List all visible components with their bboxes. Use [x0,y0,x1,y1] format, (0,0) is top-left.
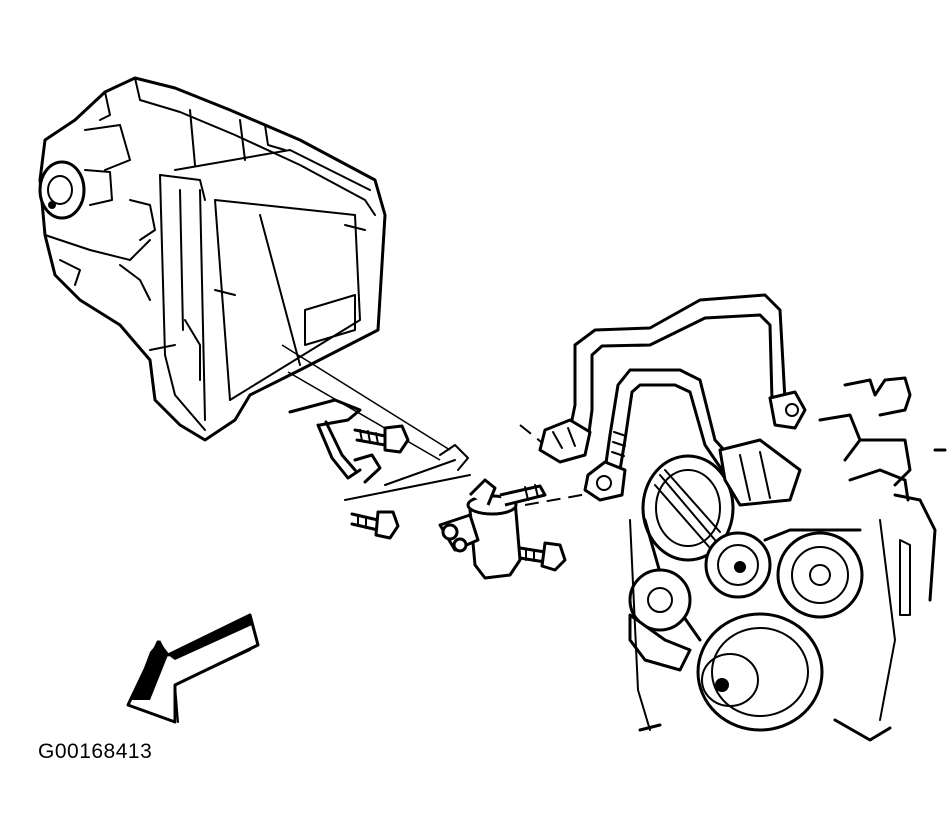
engine-front-accessory-drive [628,376,947,742]
refrigerant-line-lower [583,368,737,502]
accumulator [438,478,547,580]
accumulator-bracket [288,398,471,501]
lower-right-bolt [518,541,567,572]
upper-bolt [353,424,410,454]
refrigerant-hose-upper [538,293,807,464]
front-direction-arrow-icon [126,613,260,724]
lower-left-bolt [350,510,400,540]
figure-id-label: G00168413 [38,740,153,763]
hvac-module [38,76,387,442]
